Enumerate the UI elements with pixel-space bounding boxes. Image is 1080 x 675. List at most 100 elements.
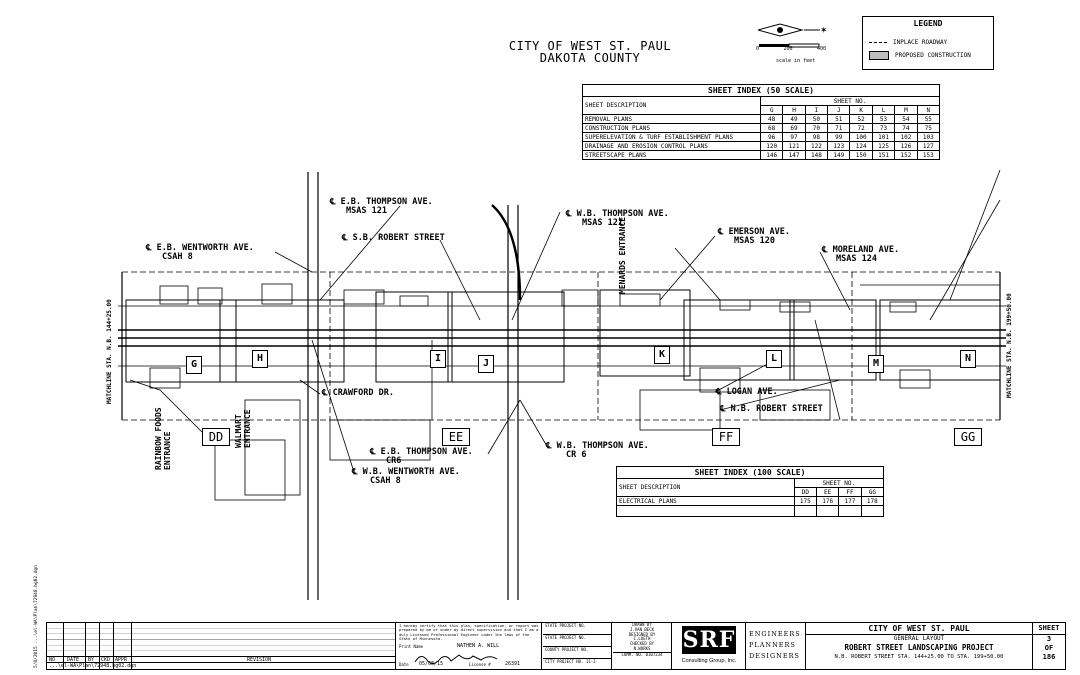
scale-tick: 400 (816, 46, 826, 52)
rainbow-entrance-label: RAINBOW FOODS ENTRANCE (154, 407, 172, 470)
rev-ckd-header: CKD (101, 657, 111, 663)
column-header: SHEET DESCRIPTION (616, 478, 795, 497)
street-label-cr6: CR6 (386, 456, 402, 466)
firm-logo: SRF Consulting Group, Inc. (673, 623, 746, 669)
matchline-right-label: MATCHLINE STA. N.B. 199+50.00 (1006, 293, 1013, 398)
state-project-1: STATE PROJECT NO. (543, 623, 611, 635)
designed-by: C.LUETH (633, 636, 651, 642)
project-title-block: CITY OF WEST ST. PAUL GENERAL LAYOUT ROB… (805, 623, 1033, 669)
sheet-total: 186 (1042, 653, 1056, 661)
revision-block: NO DATE BY CKD APPR REVISION ...\el-WA\P… (47, 623, 396, 669)
designed-by-label: DESIGNED BY (628, 631, 656, 637)
sheet-letter-n: N (960, 350, 976, 368)
column-header: FF (838, 487, 862, 497)
street-label-logan: ℄ LOGAN AVE. (716, 387, 778, 397)
street-label-eb-wentworth: ℄ E.B. WENTWORTH AVE. (146, 243, 254, 253)
street-label-msas120: MSAS 120 (734, 236, 775, 246)
scale-tick: 200 (783, 46, 793, 52)
column-header: GG (860, 487, 885, 497)
column-header: DD (793, 487, 817, 497)
sheet-letter-m: M (868, 355, 884, 373)
sheet-type: GENERAL LAYOUT (893, 635, 945, 642)
margin-text: 5/8/2015 ...\el-WA\Plan\72948.bg02.dgn (34, 565, 39, 668)
gray-fill-swatch (869, 51, 889, 60)
title-block: NO DATE BY CKD APPR REVISION ...\el-WA\P… (46, 622, 1066, 670)
rev-by-header: BY (88, 657, 95, 663)
project-city: CITY OF WEST ST. PAUL (806, 623, 1032, 635)
cell: 177 (838, 496, 862, 506)
certification-text: I hereby certify that this plan, specifi… (399, 623, 539, 642)
certification-block: I hereby certify that this plan, specifi… (397, 623, 542, 669)
checked-by: N.WORKS (633, 645, 651, 651)
city-name: CITY OF WEST ST. PAUL (508, 39, 672, 53)
scale-ticks: 0 200 400 (756, 46, 826, 52)
firm-tag: PLANNERS (749, 641, 796, 649)
print-name-label: Print Name (399, 644, 424, 649)
street-label-sb-robert: ℄ S.B. ROBERT STREET (342, 233, 445, 243)
street-label-nb-robert: ℄ N.B. ROBERT STREET (720, 404, 823, 414)
cert-date: 05/08/15 (419, 661, 444, 667)
street-label-crawford: ℄ CRAWFORD DR. (322, 388, 394, 398)
sheet-letter-k: K (654, 346, 670, 364)
scale-tick: 0 (756, 46, 760, 52)
north-arrow: ✶ (756, 20, 833, 60)
section-letter-dd: DD (202, 428, 230, 446)
sheet-letter-i: I (430, 350, 446, 368)
license-number: 26391 (505, 661, 521, 667)
cell: 176 (815, 496, 840, 506)
sheet-letter-j: J (478, 355, 494, 373)
station-range: N.B. ROBERT STREET STA. 144+25.00 TO STA… (834, 654, 1004, 660)
signature-image (411, 649, 511, 664)
sheet-index-50: SHEET INDEX (50 SCALE) SHEET DESCRIPTION… (582, 84, 941, 160)
comm-no: COMM. NO. 0107234 (613, 651, 671, 658)
walmart-entrance-label: WALMART ENTRANCE (234, 409, 252, 448)
srf-logo: SRF (682, 626, 736, 654)
street-label-csah8: CSAH 8 (162, 252, 193, 262)
north-arrow-icon: ✶ (756, 23, 828, 48)
checked-by-label: CHECKED BY (629, 641, 655, 647)
svg-text:✶: ✶ (820, 26, 828, 36)
rev-no-header: NO (49, 657, 56, 663)
rev-appr-header: APPR (115, 657, 128, 663)
project-name: ROBERT STREET LANDSCAPING PROJECT (844, 643, 994, 652)
street-label-eb-thompson: ℄ E.B. THOMPSON AVE. (330, 197, 433, 207)
sheet-letter-h: H (252, 350, 268, 368)
city-title: CITY OF WEST ST. PAUL DAKOTA COUNTY (470, 40, 710, 64)
street-label-emerson: ℄ EMERSON AVE. (718, 227, 790, 237)
cell: 153 (916, 150, 941, 160)
drafting-credits: DRAWN BY J.VAN BECK DESIGNED BY C.LUETH … (613, 622, 672, 669)
legend: LEGEND INPLACE ROADWAY PROPOSED CONSTRUC… (862, 16, 994, 70)
sheet-index-100: SHEET INDEX (100 SCALE) SHEET DESCRIPTIO… (616, 466, 885, 517)
project-numbers: STATE PROJECT NO. STATE PROJECT NO. COUN… (543, 623, 612, 669)
license-label: License # (469, 662, 491, 667)
legend-label: INPLACE ROADWAY (893, 39, 948, 46)
sheet-letter-l: L (766, 350, 782, 368)
county-name: DAKOTA COUNTY (539, 51, 641, 65)
rev-revision-header: REVISION (247, 657, 272, 663)
table-row: STREETSCAPE PLANS 146 147 148 149 150 15… (582, 150, 941, 160)
sheet-label: SHEET (1033, 623, 1065, 635)
street-label-moreland: ℄ MORELAND AVE. (822, 245, 900, 255)
table-title: SHEET INDEX (100 SCALE) (616, 466, 884, 479)
city-project: CITY PROJECT NO. 11-3 (545, 659, 596, 664)
firm-tagline: ENGINEERS PLANNERS DESIGNERS (749, 629, 801, 662)
row-desc: ELECTRICAL PLANS (616, 496, 795, 506)
section-letter-gg: GG (954, 428, 982, 446)
table-row: REMOVAL PLANS 48 49 50 51 52 53 54 55 (582, 114, 941, 124)
legend-item: INPLACE ROADWAY (869, 39, 947, 46)
street-label-wb-thompson: ℄ W.B. THOMPSON AVE. (546, 441, 649, 451)
legend-label: PROPOSED CONSTRUCTION (895, 52, 971, 59)
firm-tag: ENGINEERS (749, 630, 801, 638)
county-project: COUNTY PROJECT NO. (543, 647, 611, 659)
cell: 175 (793, 496, 817, 506)
of-label: OF (1044, 644, 1054, 652)
sheet-number: 3 (1046, 635, 1052, 643)
firm-tag: DESIGNERS (749, 652, 800, 660)
legend-item: PROPOSED CONSTRUCTION (869, 51, 971, 60)
matchline-left-label: MATCHLINE STA. N.B. 144+25.00 (106, 299, 113, 404)
column-header: EE (815, 487, 840, 497)
street-label-wb-wentworth: ℄ W.B. WENTWORTH AVE. (352, 467, 460, 477)
street-label-msas121: MSAS 121 (582, 218, 623, 228)
drawn-by: J.VAN BECK (629, 626, 655, 632)
cell: 178 (860, 496, 885, 506)
